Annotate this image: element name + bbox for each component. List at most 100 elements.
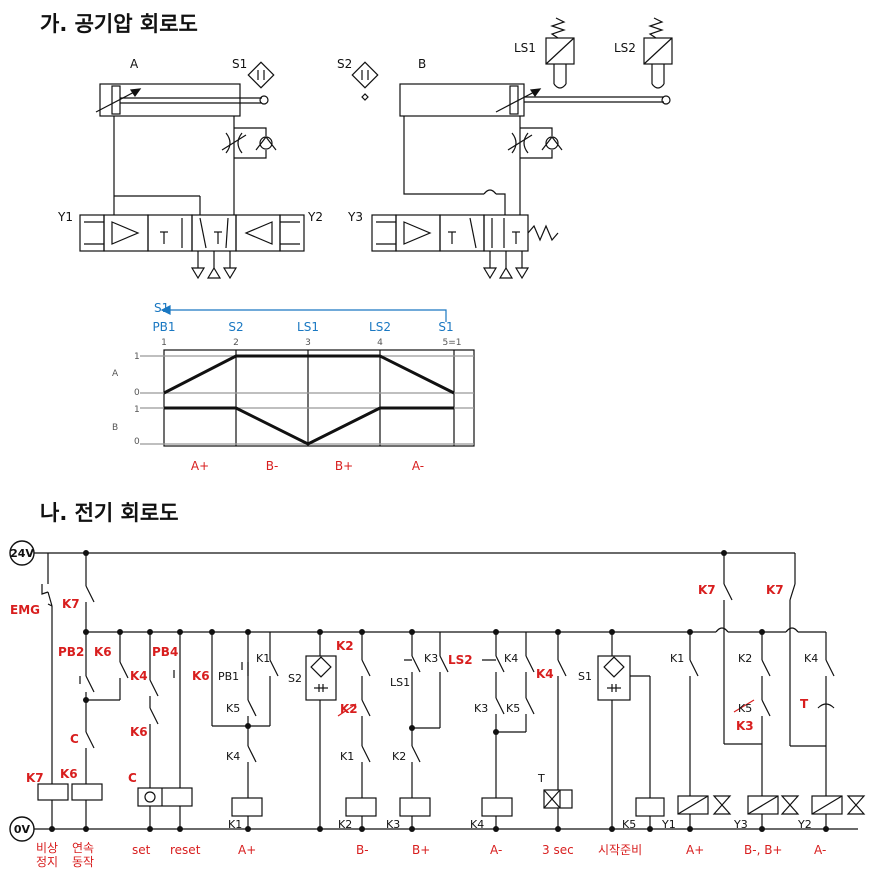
sensor-s1-icon — [247, 61, 275, 89]
contact-k1b-label: K1 — [340, 750, 354, 763]
bottom-label-reset: reset — [170, 843, 201, 857]
contact-pb1-label: PB1 — [218, 670, 239, 683]
coil-k7-label: K7 — [26, 771, 44, 785]
sensor-s2-icon — [351, 61, 379, 101]
contact-k6b-label: K6 — [130, 725, 148, 739]
bottom-label-b-minus: B- — [356, 843, 369, 857]
bottom-label-a-plus: A+ — [238, 843, 256, 857]
coil-k4 — [481, 797, 513, 817]
junction-dots — [49, 550, 829, 832]
coil-k2 — [345, 797, 377, 817]
contact-k4b-label: K4 — [226, 750, 240, 763]
step-number-2: 2 — [233, 338, 239, 348]
contact-pb2-label: PB2 — [58, 645, 84, 659]
coil-k5-label: K5 — [622, 818, 636, 831]
coil-y3-label: Y3 — [733, 818, 748, 831]
contact-k5c-label: K5 — [738, 702, 752, 715]
flow-control-b-icon — [403, 116, 563, 215]
contact-k4-label: K4 — [130, 669, 148, 683]
solenoid-y2 — [811, 795, 866, 815]
contact-k7-label: K7 — [62, 597, 80, 611]
contact-pb4-label: PB4 — [152, 645, 178, 659]
contact-emg-label: EMG — [10, 603, 40, 617]
coil-k4-label: K4 — [470, 818, 484, 831]
phase-1: A+ — [191, 459, 209, 473]
contact-k4c-label: K4 — [504, 652, 518, 665]
step-signal-1: PB1 — [152, 320, 175, 334]
row-b-level-0: 0 — [134, 437, 140, 447]
sensor-s2-box — [305, 655, 337, 701]
contact-k2-label: K2 — [336, 639, 354, 653]
contact-k1-label: K1 — [256, 652, 270, 665]
contact-s1-label: S1 — [578, 670, 592, 683]
coil-k1-label: K1 — [228, 818, 242, 831]
step-signal-4: LS2 — [369, 320, 391, 334]
label-s2: S2 — [337, 57, 352, 71]
sensor-s1-box — [597, 655, 631, 701]
contact-k7b-label: K7 — [698, 583, 716, 597]
phase-4: A- — [412, 459, 424, 473]
contact-k5b-label: K5 — [506, 702, 520, 715]
contact-s2-label: S2 — [288, 672, 302, 685]
label-cylinder-a: A — [130, 57, 139, 71]
bottom-label-a-minus: A- — [490, 843, 502, 857]
coil-k1 — [231, 797, 263, 817]
label-y2: Y2 — [307, 210, 323, 224]
label-s1: S1 — [232, 57, 247, 71]
bottom-label-emg-2: 정지 — [36, 855, 58, 869]
coil-k7 — [37, 783, 69, 801]
flow-control-a-icon — [113, 116, 277, 215]
row-a-level-1: 1 — [134, 352, 140, 362]
rail-24v-terminal: 24V — [9, 540, 35, 566]
contact-k1c-label: K1 — [670, 652, 684, 665]
svg-text:24V: 24V — [10, 547, 34, 560]
step-signal-5: S1 — [438, 320, 453, 334]
contact-ls1-label: LS1 — [390, 676, 410, 689]
step-signal-3: LS1 — [297, 320, 319, 334]
svg-text:0V: 0V — [14, 823, 31, 836]
coil-k2-label: K2 — [338, 818, 352, 831]
contact-k3c-label: K3 — [474, 702, 488, 715]
contact-k3d-label: K3 — [736, 719, 754, 733]
limit-switch-ls2-icon — [643, 17, 673, 89]
contact-c-label: C — [70, 732, 79, 746]
coil-c-label: C — [128, 771, 137, 785]
label-cylinder-b: B — [418, 57, 426, 71]
contact-k3-label: K3 — [424, 652, 438, 665]
electric-heading: 나. 전기 회로도 — [40, 501, 179, 525]
contact-k5-label: K5 — [226, 702, 240, 715]
step-signal-2: S2 — [228, 320, 243, 334]
phase-2: B- — [266, 459, 279, 473]
contact-k4d-label: K4 — [536, 667, 554, 681]
label-ls2: LS2 — [614, 41, 636, 55]
solenoid-y1 — [677, 795, 732, 815]
coil-y1-label: Y1 — [661, 818, 676, 831]
row-b-level-1: 1 — [134, 405, 140, 415]
contact-k6c-label: K6 — [192, 669, 210, 683]
contact-k2b-label: K2 — [392, 750, 406, 763]
step-number-4: 4 — [377, 338, 383, 348]
trace-a — [163, 354, 455, 395]
contact-k7c-label: K7 — [766, 583, 784, 597]
bottom-label-run-2: 동작 — [72, 855, 94, 869]
bottom-label-y1: A+ — [686, 843, 704, 857]
displacement-diagram — [140, 305, 475, 447]
bottom-label-emg-1: 비상 — [36, 841, 58, 855]
row-a-level-0: 0 — [134, 388, 140, 398]
bottom-label-y2: A- — [814, 843, 826, 857]
step-number-3: 3 — [305, 338, 311, 348]
coil-k6-label: K6 — [60, 767, 78, 781]
pneumatic-heading: 가. 공기압 회로도 — [40, 12, 198, 36]
limit-switch-ls1-icon — [545, 17, 575, 89]
contact-k4e-label: K4 — [804, 652, 818, 665]
rail-0v-terminal: 0V — [9, 816, 35, 842]
bottom-label-3sec: 3 sec — [542, 843, 574, 857]
coil-timer-t — [543, 789, 573, 809]
cylinder-b — [399, 83, 671, 117]
cylinder-a — [95, 83, 269, 117]
label-y1: Y1 — [57, 210, 73, 224]
bottom-label-set: set — [132, 843, 151, 857]
contact-td-label: T — [800, 697, 809, 711]
return-label: S1 — [154, 301, 169, 315]
valve-b — [371, 214, 559, 280]
